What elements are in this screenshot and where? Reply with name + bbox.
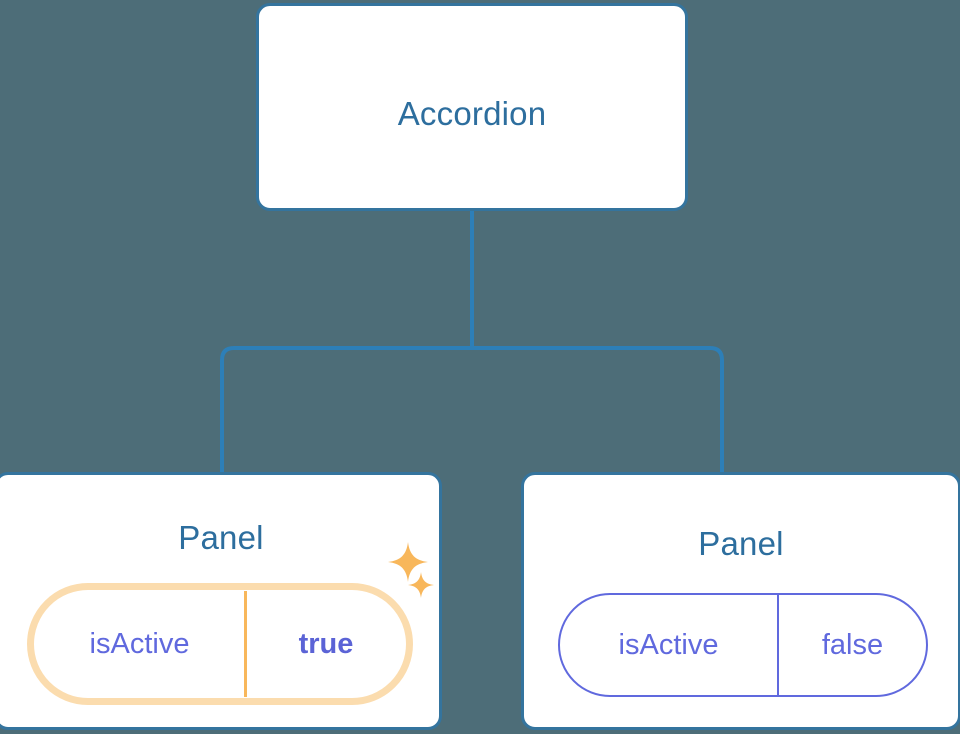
connector-branch-bar	[220, 346, 724, 472]
node-accordion-title: Accordion	[397, 95, 547, 132]
prop-pill-key: isActive	[35, 591, 247, 697]
node-panel-active-title: Panel	[178, 519, 264, 556]
sparkle-icon-small	[408, 572, 434, 598]
prop-pill-value: false	[821, 628, 884, 661]
prop-pill-highlight-halo	[27, 583, 413, 705]
node-panel-inactive[interactable]: Panel isActive false	[521, 472, 960, 730]
sparkle-icon-large	[388, 542, 428, 582]
node-accordion[interactable]: Accordion	[256, 3, 688, 211]
node-panel-inactive-title: Panel	[698, 525, 784, 562]
prop-pill-isactive-true[interactable]: isActive true	[35, 591, 405, 697]
prop-pill-value: true	[298, 627, 354, 660]
prop-pill-key: isActive	[560, 595, 779, 695]
node-panel-active[interactable]: Panel isActive true	[0, 472, 442, 730]
prop-pill-isactive-false[interactable]: isActive false	[558, 593, 928, 697]
